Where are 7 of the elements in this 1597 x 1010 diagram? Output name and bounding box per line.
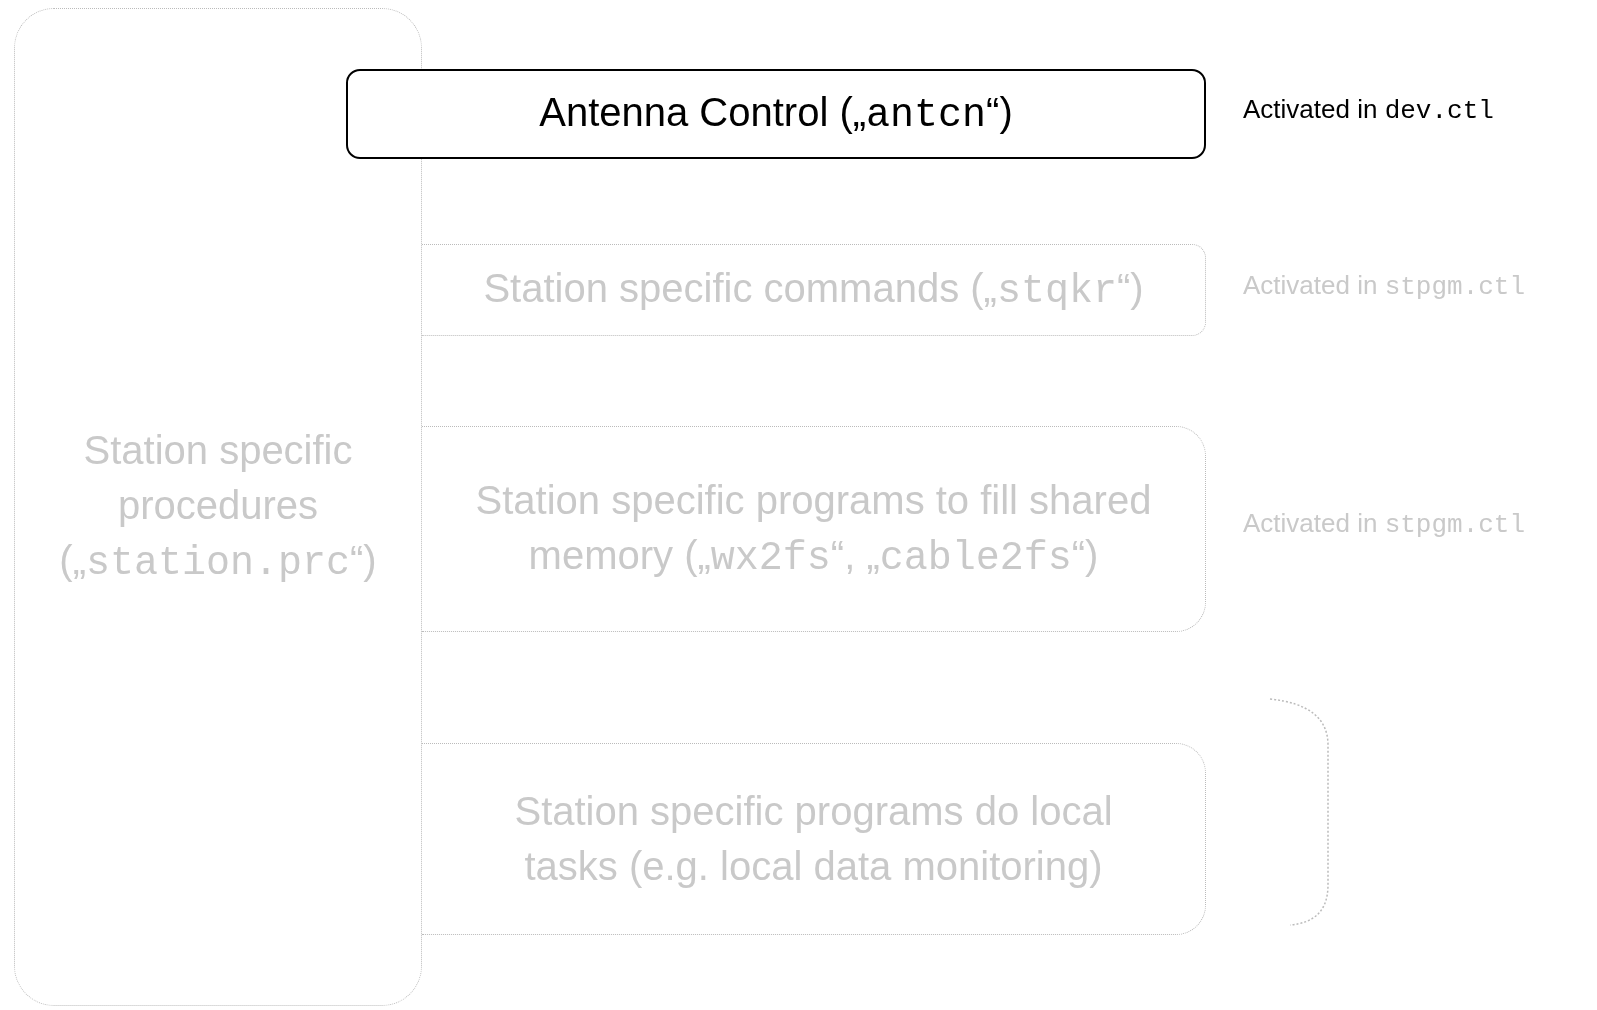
faded-process-box [422, 743, 1206, 935]
process-box [346, 69, 1206, 159]
faded-process-box [14, 8, 422, 1006]
faded-process-box [422, 426, 1206, 632]
box-label: Antenna Control („antcn“) [539, 89, 1013, 140]
faded-process-box [422, 244, 1206, 336]
activation-note: Activated in dev.ctl [1243, 94, 1494, 126]
